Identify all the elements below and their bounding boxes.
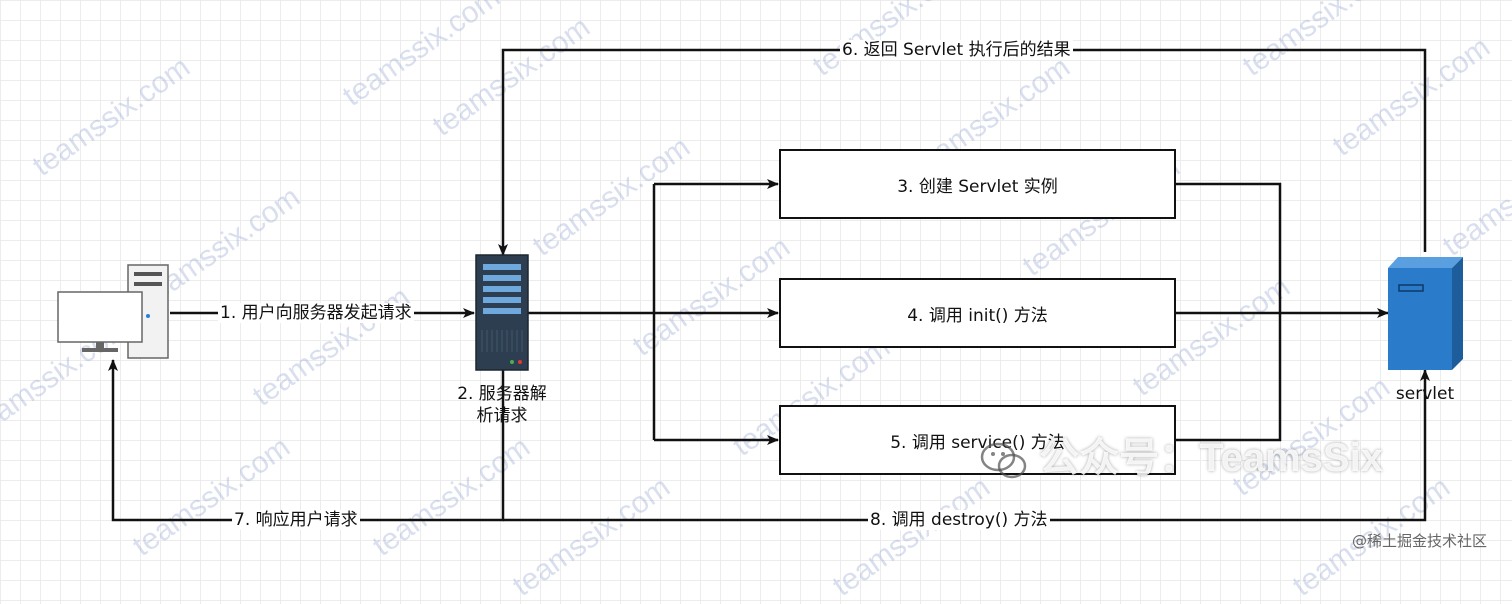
step-3-label: 3. 创建 Servlet 实例 <box>897 176 1058 197</box>
step-7-label: 7. 响应用户请求 <box>232 510 360 530</box>
step-5-box: 5. 调用 service() 方法 <box>779 405 1176 475</box>
step-4-label: 4. 调用 init() 方法 <box>907 305 1048 326</box>
servlet-server-icon <box>1388 257 1463 370</box>
flow-diagram <box>57 48 1463 522</box>
step-3-box: 3. 创建 Servlet 实例 <box>779 149 1176 219</box>
edge-8 <box>503 369 1430 522</box>
step-4-box: 4. 调用 init() 方法 <box>779 278 1176 348</box>
wechat-text: 公众号：TeamsSix <box>1039 436 1383 480</box>
servlet-label: servlet <box>1395 384 1455 404</box>
wechat-icon <box>980 440 1028 480</box>
step-6-label: 6. 返回 Servlet 执行后的结果 <box>840 40 1073 60</box>
wechat-watermark: 公众号：TeamsSix <box>980 425 1383 483</box>
desktop-computer-icon <box>57 264 169 359</box>
site-watermark: @稀土掘金技术社区 <box>1352 532 1488 550</box>
step-5-label: 5. 调用 service() 方法 <box>890 432 1065 453</box>
server-label: 2. 服务器解 析请求 <box>457 384 547 426</box>
step-8-label: 8. 调用 destroy() 方法 <box>868 510 1050 530</box>
server-rack-icon <box>475 254 529 371</box>
step-1-label: 1. 用户向服务器发起请求 <box>218 303 414 323</box>
